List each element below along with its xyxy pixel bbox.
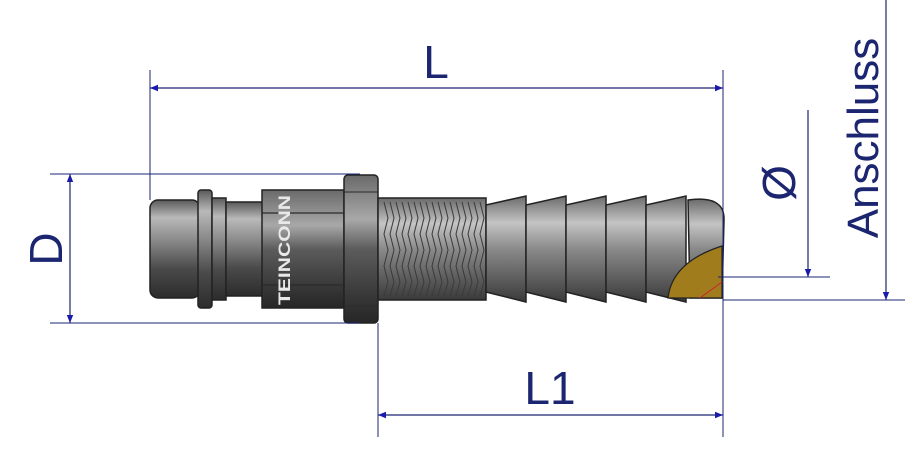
label-L1: L1 <box>524 362 575 414</box>
dimension-lines <box>66 0 890 419</box>
label-diameter-symbol: Ø <box>753 165 805 201</box>
brand-marking: TEINCONN <box>275 195 294 305</box>
hex-body <box>261 189 345 309</box>
knurl-line <box>431 201 437 297</box>
label-anschluss: Anschluss <box>839 38 888 239</box>
section-cut-face <box>667 245 723 299</box>
knurl-line <box>443 201 449 297</box>
collar <box>225 201 265 297</box>
knurl-line <box>413 201 419 297</box>
knurl-line <box>473 201 479 297</box>
knurl-line <box>449 201 455 297</box>
hose-barb <box>525 195 567 303</box>
knurl-line <box>467 201 473 297</box>
groove-ring <box>211 197 227 301</box>
knurl-line <box>389 201 395 297</box>
knurled-section <box>377 197 487 301</box>
label-L: L <box>423 36 449 88</box>
hose-barb <box>485 195 527 303</box>
nipple-tip <box>149 199 201 299</box>
knurl-line <box>455 201 461 297</box>
knurl-line <box>437 201 443 297</box>
hose-barb <box>605 195 647 303</box>
extension-lines <box>50 70 905 437</box>
knurl-line <box>401 201 407 297</box>
knurl-line <box>479 201 485 297</box>
knurl-line <box>461 201 467 297</box>
locking-groove <box>197 189 213 309</box>
knurl-line <box>407 201 413 297</box>
knurl-line <box>395 201 401 297</box>
knurl-line <box>419 201 425 297</box>
coupling-plug-body: TEINCONN <box>149 174 725 324</box>
knurl-line <box>425 201 431 297</box>
label-D: D <box>20 232 72 265</box>
hose-barb <box>565 195 607 303</box>
flange <box>343 174 379 324</box>
knurl-line <box>383 201 389 297</box>
